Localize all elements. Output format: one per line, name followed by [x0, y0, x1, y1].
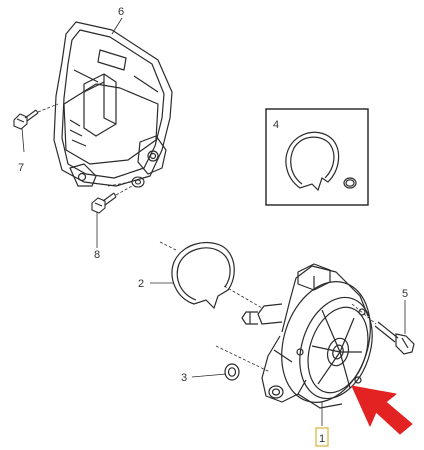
part-7-screw [13, 109, 39, 130]
part-1-vacuum-pump [241, 263, 373, 409]
gasket-axis-bottom [223, 285, 263, 309]
callout-6: 6 [118, 6, 124, 18]
callout-1: 1 [319, 433, 325, 445]
bolt-5-axis [351, 303, 377, 325]
detail-box-4 [265, 108, 369, 206]
cover-washer [131, 176, 145, 188]
red-arrow-indicator [351, 385, 413, 435]
part-8-bolt [91, 192, 117, 214]
callout-7: 7 [18, 162, 24, 174]
callout-8: 8 [94, 249, 100, 261]
gasket-axis-top [159, 241, 177, 251]
part-5-bolt [374, 321, 415, 355]
part-2-gasket [171, 241, 235, 310]
callout-1-highlight-box [315, 427, 329, 447]
bolt-8-axis [115, 185, 133, 196]
callout-4: 4 [273, 119, 279, 131]
washer-3-axis [215, 345, 271, 373]
callout-3: 3 [181, 372, 187, 384]
part-6-cover [53, 21, 173, 187]
cover-washer-leader [107, 181, 132, 187]
callout-5: 5 [402, 288, 408, 300]
part-3-washer [224, 363, 240, 381]
callout-2: 2 [138, 278, 144, 290]
screw-7-axis [37, 103, 59, 113]
leader-lines [21, 17, 406, 426]
part-4-seal-kit [285, 131, 357, 192]
